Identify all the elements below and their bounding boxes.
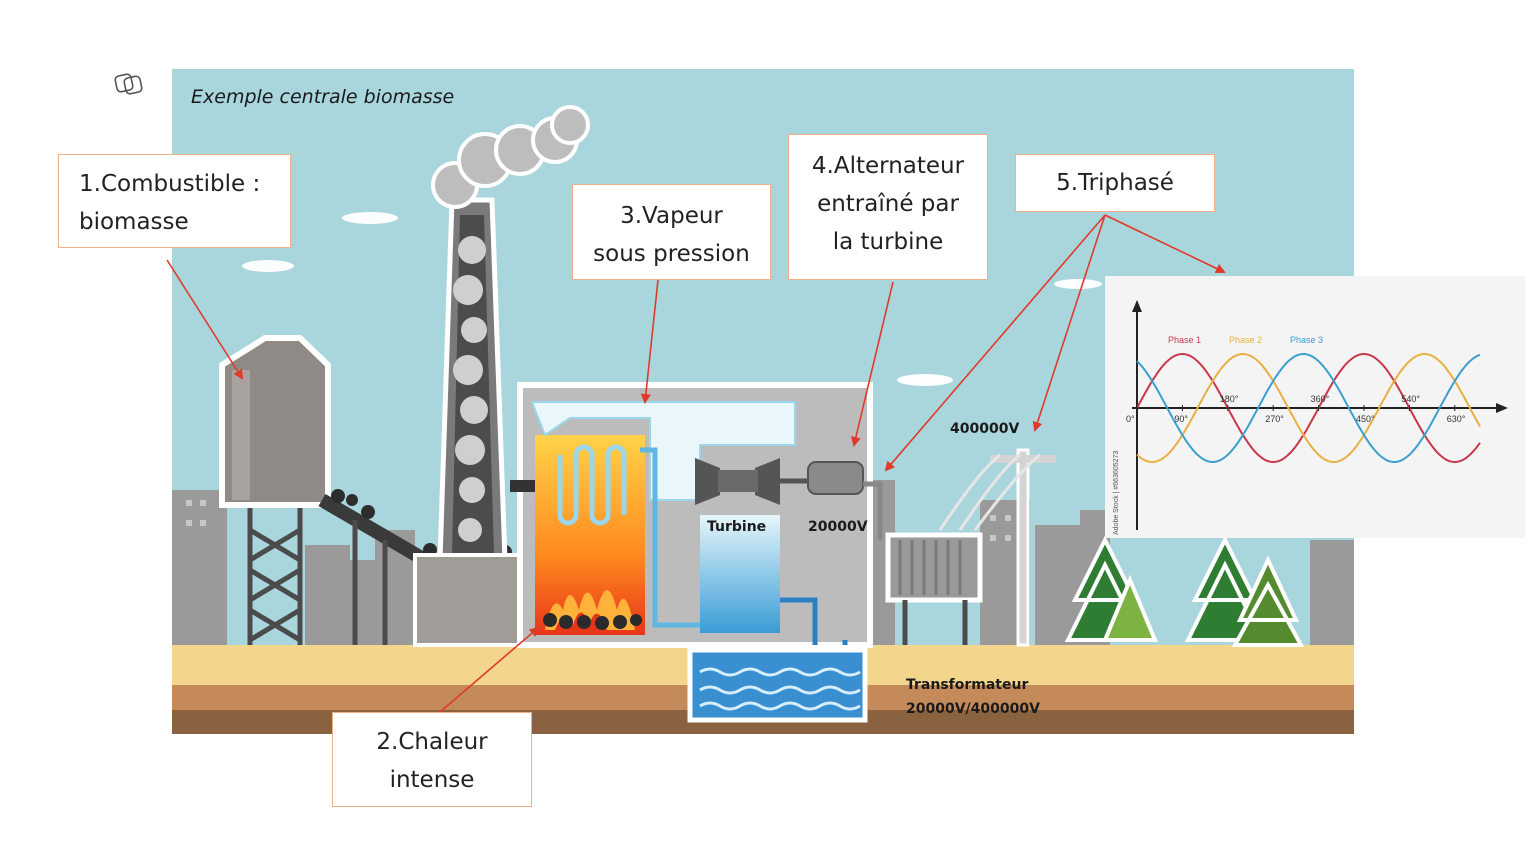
arrow-chaleur [439, 626, 540, 713]
arrow-vapeur [640, 279, 659, 404]
callout-combustible: 1.Combustible : biomasse [58, 154, 291, 248]
turbine [695, 458, 780, 505]
series-line-phase-3 [1136, 353, 1481, 463]
transformer [863, 481, 983, 645]
x-tick-label: 180° [1220, 394, 1239, 404]
x-tick-label: 90° [1174, 414, 1188, 424]
legend-phase-3: Phase 3 [1290, 335, 1323, 345]
transformer-ratio-label: 20000V/400000V [906, 701, 1040, 717]
chimney [413, 105, 590, 647]
callout-combustible-line2: biomasse [79, 209, 189, 235]
callout-chaleur-line2: intense [389, 767, 475, 793]
callout-vapeur: 3.Vapeur sous pression [572, 184, 771, 280]
alternator [807, 461, 864, 495]
callout-chaleur-line1: 2.Chaleur [376, 729, 488, 755]
legend-phase-1: Phase 1 [1168, 335, 1201, 345]
x-tick-label: 0° [1126, 414, 1135, 424]
arrow-triphase-1 [884, 214, 1106, 472]
line-voltage-label: 400000V [950, 421, 1019, 437]
x-tick-label: 360° [1311, 394, 1330, 404]
x-tick-label: 270° [1265, 414, 1284, 424]
callout-vapeur-line1: 3.Vapeur [620, 203, 723, 229]
arrow-combustible [166, 259, 244, 380]
biomass-silo [219, 335, 331, 645]
plant-building [510, 382, 873, 648]
arrow-triphase-3 [1104, 214, 1226, 274]
diagram-title: Exemple centrale biomasse [191, 86, 454, 108]
series-line-phase-2 [1136, 353, 1481, 463]
transformer-name-label: Transformateur [906, 677, 1028, 693]
condenser [700, 515, 780, 633]
copilot-icon [114, 73, 143, 95]
chart-legend: Phase 1 Phase 2 Phase 3 [1168, 335, 1323, 345]
x-tick-label: 450° [1356, 414, 1375, 424]
callout-triphase-line1: 5.Triphasé [1056, 170, 1174, 196]
callout-alternateur: 4.Alternateur entraîné par la turbine [788, 134, 988, 280]
callout-alternateur-line3: la turbine [832, 229, 944, 255]
callout-alternateur-line2: entraîné par [817, 191, 959, 217]
arrow-triphase-2 [1032, 214, 1106, 432]
callout-arrows [166, 214, 1226, 713]
skyline-windows [186, 500, 1011, 541]
arrow-alternateur [850, 281, 894, 447]
trees [1064, 535, 1305, 647]
power-pole [938, 448, 1056, 647]
callout-triphase: 5.Triphasé [1015, 154, 1215, 212]
x-tick-label: 630° [1447, 414, 1466, 424]
alternator-voltage-label: 20000V [808, 519, 868, 535]
callout-combustible-line1: 1.Combustible : [79, 171, 261, 197]
x-tick-label: 540° [1401, 394, 1420, 404]
clouds [242, 212, 1102, 386]
stock-watermark: Adobe Stock | #663605273 [1113, 451, 1120, 535]
cooling-water [687, 647, 868, 723]
callout-vapeur-line2: sous pression [593, 241, 750, 267]
phase-curves [1136, 353, 1481, 463]
turbine-label: Turbine [707, 519, 766, 535]
series-line-phase-1 [1136, 353, 1481, 463]
callout-chaleur: 2.Chaleur intense [332, 712, 532, 807]
legend-phase-2: Phase 2 [1229, 335, 1262, 345]
x-ticks: 0° 90° 180° 270° 360° 450° 540° 630° [1126, 394, 1466, 424]
callout-alternateur-line1: 4.Alternateur [811, 153, 965, 179]
